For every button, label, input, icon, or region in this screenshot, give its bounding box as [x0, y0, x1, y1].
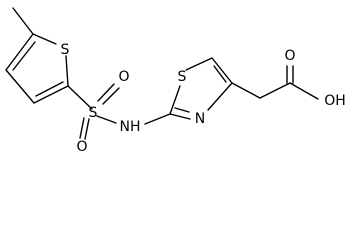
- thiazole-bond-n3-c2: [169, 113, 191, 120]
- bond-ch2-to-carbonyl: [259, 82, 291, 99]
- thiophene-bond-c2-s: [65, 55, 69, 87]
- bond-thiophene-to-sulfonyl: [67, 85, 93, 110]
- sulfonyl-o-top-bond-a: [97, 83, 115, 102]
- thiophene-bond-s-c5: [32, 33, 57, 45]
- thiazole-bond-c2-s1: [169, 85, 181, 115]
- thiazole-bond-c5-c4: [211, 57, 233, 84]
- thiazole-bond-c4-n3: [207, 82, 233, 111]
- thiazole-bond-s1-c5: [185, 57, 213, 71]
- sulfonyl-o-bottom-bond-b: [84, 118, 90, 140]
- atom-label-thiazole-n: N: [195, 111, 205, 127]
- atom-label-thiazole-s: S: [178, 69, 187, 85]
- thiophene-bond-c3-c2-inner: [35, 81, 64, 97]
- bond-thiazole-to-ch2: [231, 82, 261, 99]
- atom-label-thiophene-s: S: [61, 42, 70, 58]
- thiazole-bond-n3-c2-inner: [174, 107, 190, 113]
- sulfonyl-o-bottom-bond-a: [79, 117, 85, 139]
- thiophene-bond-c4-c3: [5, 69, 35, 104]
- thiophene-bond-c3-c2: [33, 85, 69, 104]
- sulfonyl-o-top-bond-b: [102, 87, 120, 105]
- atom-label-sulfonyl-o-bottom: O: [76, 139, 87, 155]
- atom-label-amine-nh: NH: [120, 119, 141, 135]
- thiophene-bond-c5-c4-inner: [12, 41, 36, 71]
- atom-label-sulfonyl-s: S: [89, 105, 98, 121]
- thiazole-bond-c5-c4-inner: [213, 65, 227, 83]
- chemical-structure-diagram: S S O O NH S N O OH: [5, 7, 346, 155]
- atom-label-hydroxyl-oh: OH: [324, 93, 346, 109]
- bond-nh-to-thiazole: [144, 113, 171, 125]
- bond-carbonyl-to-oh: [289, 82, 319, 100]
- thiophene-bond-c5-c4: [5, 33, 34, 71]
- bond-sulfonyl-to-nh: [96, 115, 117, 124]
- atom-label-carbonyl-o: O: [284, 48, 295, 64]
- atom-label-sulfonyl-o-top: O: [118, 69, 129, 85]
- methyl-bond: [12, 7, 34, 35]
